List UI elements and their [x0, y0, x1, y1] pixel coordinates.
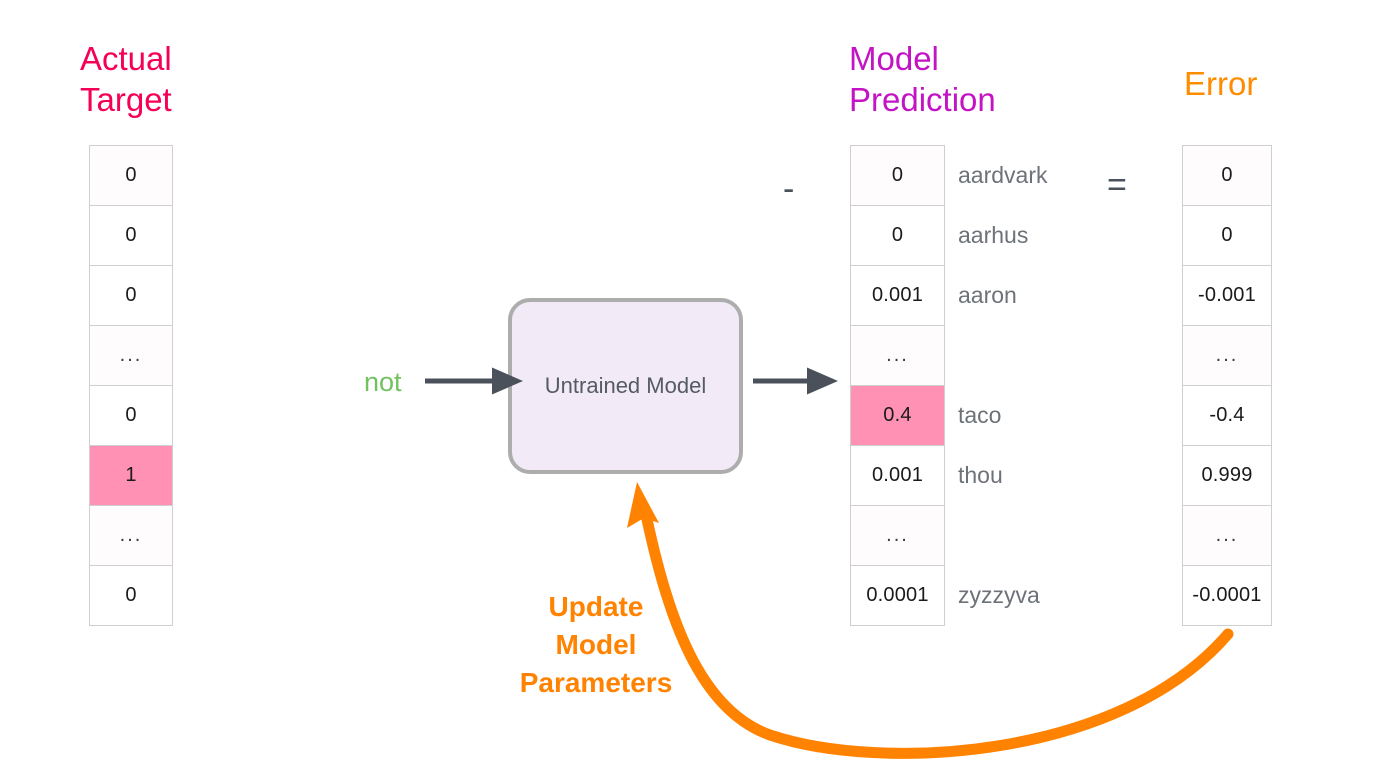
error-vector: 0 0 -0.001 ... -0.4 0.999 ... -0.0001: [1182, 145, 1272, 626]
vector-cell: 0.001: [851, 446, 944, 506]
vector-cell: ...: [1183, 326, 1271, 386]
vector-cell: 0: [1183, 146, 1271, 206]
vector-cell: ...: [851, 506, 944, 566]
update-model-parameters-label: Update Model Parameters: [519, 591, 673, 698]
vector-cell-highlighted: 1: [90, 446, 172, 506]
vector-cell-highlighted: 0.4: [851, 386, 944, 446]
vector-cell: 0.999: [1183, 446, 1271, 506]
model-prediction-header: Model Prediction: [849, 40, 996, 118]
vector-cell: 0: [1183, 206, 1271, 266]
vector-cell: ...: [851, 326, 944, 386]
vector-cell: 0: [90, 386, 172, 446]
vocabulary-label: aardvark: [958, 161, 1048, 188]
feedback-arrow-head-icon: [627, 482, 659, 528]
vocabulary-label: thou: [958, 461, 1003, 488]
untrained-model-box: Untrained Model: [508, 298, 743, 474]
vector-cell: ...: [1183, 506, 1271, 566]
vocabulary-label: aarhus: [958, 221, 1029, 248]
vector-cell: 0: [90, 266, 172, 326]
actual-target-vector: 0 0 0 ... 0 1 ... 0: [89, 145, 173, 626]
vocabulary-label: [958, 325, 1148, 385]
actual-target-header: Actual Target: [80, 40, 172, 118]
vector-cell: -0.0001: [1183, 566, 1271, 626]
equals-operator: =: [1107, 166, 1127, 204]
model-prediction-vector: 0 0 0.001 ... 0.4 0.001 ... 0.0001: [850, 145, 945, 626]
error-header: Error: [1184, 65, 1258, 102]
vocabulary-label: zyzzyva: [958, 581, 1040, 608]
vector-cell: 0: [851, 146, 944, 206]
model-box-label: Untrained Model: [544, 373, 707, 398]
vector-cell: 0: [90, 206, 172, 266]
vocabulary-label: [958, 505, 1148, 565]
vector-cell: ...: [90, 506, 172, 566]
vocabulary-label: taco: [958, 401, 1002, 428]
vector-cell: 0.0001: [851, 566, 944, 626]
minus-operator: -: [783, 170, 795, 208]
vector-cell: 0.001: [851, 266, 944, 326]
vocabulary-label: aaron: [958, 281, 1017, 308]
vector-cell: 0: [90, 146, 172, 206]
input-word-label: not: [364, 367, 402, 397]
vector-cell: ...: [90, 326, 172, 386]
vector-cell: -0.001: [1183, 266, 1271, 326]
vocabulary-label-list: aardvark aarhus aaron taco thou zyzzyva: [958, 145, 1148, 625]
vector-cell: 0: [851, 206, 944, 266]
vector-cell: 0: [90, 566, 172, 626]
vector-cell: -0.4: [1183, 386, 1271, 446]
